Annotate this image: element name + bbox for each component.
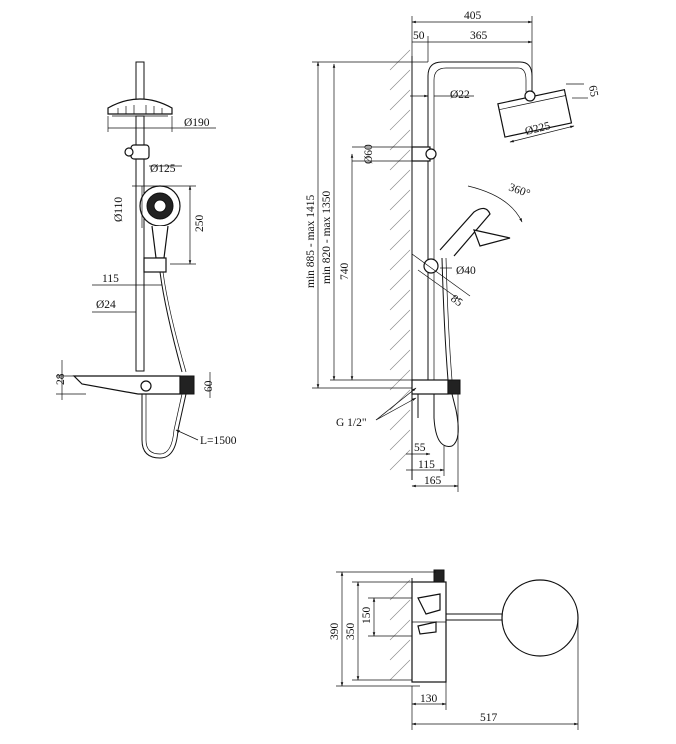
- side-hand-shower: [439, 207, 491, 257]
- top-view: 390 350 150 130 517: [329, 569, 579, 730]
- dim-top-350: 350: [345, 623, 357, 641]
- dim-height-max: min 885 - max 1415: [305, 194, 317, 288]
- dim-top-130: 130: [420, 693, 438, 705]
- dim-height-mid: min 820 - max 1350: [321, 190, 333, 284]
- dim-thread: G 1/2": [336, 417, 367, 429]
- dim-head-tilt: 65: [586, 84, 600, 98]
- top-shower-head: [501, 579, 579, 657]
- dim-holder-size: 85: [448, 293, 465, 310]
- dim-arm-length: 365: [470, 30, 488, 42]
- dim-bracket-diameter: Ø60: [363, 144, 375, 164]
- dim-hose-length: L=1500: [200, 435, 237, 447]
- dim-pipe-diameter: Ø24: [96, 299, 116, 311]
- dim-lower-height: 740: [339, 263, 351, 281]
- dim-bottom-165: 165: [424, 475, 442, 487]
- riser-pipe: [135, 115, 145, 372]
- dim-top-517: 517: [480, 712, 498, 724]
- front-view: Ø190 Ø125 Ø110 250 115 Ø24: [55, 61, 237, 459]
- dim-shelf-height: 28: [55, 373, 67, 385]
- dim-head-diameter: Ø190: [184, 117, 210, 129]
- dim-top-390: 390: [329, 623, 341, 641]
- dim-bottom-115: 115: [418, 459, 435, 471]
- thermostat-knob: [179, 375, 195, 395]
- dim-handset-125: Ø125: [150, 163, 176, 175]
- dim-bottom-55: 55: [414, 442, 426, 454]
- dim-shelf-depth: 60: [203, 380, 215, 392]
- dim-rotation: 360°: [507, 182, 532, 201]
- dim-pipe-offset: 115: [102, 273, 119, 285]
- shower-hose: [141, 393, 187, 459]
- side-view: 405 50 365 Ø22 65 Ø225 Ø60 36: [305, 10, 600, 492]
- overhead-shower-head: [107, 98, 173, 115]
- dim-wall-offset: 50: [413, 30, 425, 42]
- dim-arm-diameter: Ø22: [450, 89, 470, 101]
- side-riser-arm: [427, 61, 533, 380]
- dim-handset-110: Ø110: [113, 197, 125, 222]
- dim-holder-diameter: Ø40: [456, 265, 476, 277]
- thermostatic-shelf: [72, 375, 181, 395]
- side-shelf: [411, 379, 449, 395]
- dim-total-reach: 405: [464, 10, 482, 22]
- dim-top-150: 150: [361, 607, 373, 625]
- dim-handset-height: 250: [194, 215, 206, 233]
- side-hose-loop: [433, 393, 459, 447]
